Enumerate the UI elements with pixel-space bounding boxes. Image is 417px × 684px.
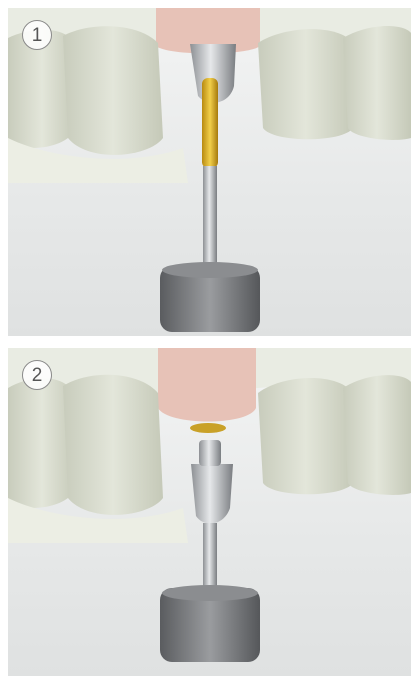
abutment [191, 464, 233, 524]
tooth-right-1 [258, 29, 353, 139]
step-2-panel: 2 [8, 348, 411, 676]
abutment-screw [202, 78, 218, 168]
step-2-illustration [8, 348, 411, 676]
tooth-left-2 [63, 375, 163, 515]
driver-shaft [203, 166, 217, 266]
step-number-badge: 1 [22, 20, 52, 50]
tooth-right-1 [258, 378, 353, 494]
gum-tissue [158, 348, 256, 422]
driver-tip [199, 440, 221, 466]
seated-screw-head [190, 423, 226, 433]
step-1-panel: 1 [8, 8, 411, 336]
step-1-illustration [8, 8, 411, 336]
tooth-right-2 [343, 375, 411, 495]
tooth-right-2 [343, 26, 411, 140]
tooth-left-2 [63, 26, 163, 155]
handle-top [162, 262, 258, 278]
driver-shaft [203, 523, 217, 588]
step-number-badge: 2 [22, 360, 52, 390]
handle-top [162, 585, 258, 601]
